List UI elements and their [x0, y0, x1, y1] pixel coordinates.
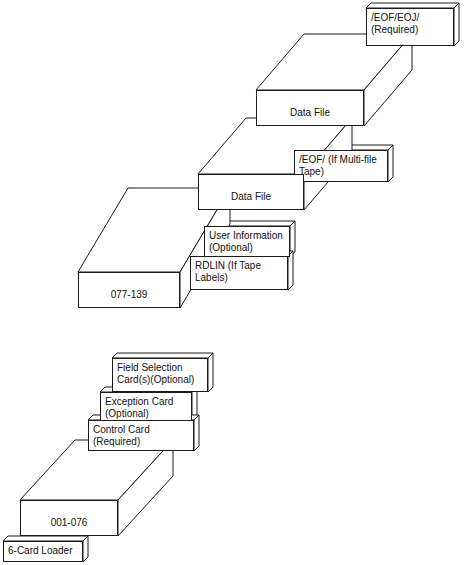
side-face	[454, 3, 459, 46]
punched-card: /EOF/ (If Multi-file Tape)	[294, 150, 388, 182]
punched-card: /EOF/EOJ/ (Required)	[366, 8, 454, 46]
card-label: Exception Card (Optional)	[101, 393, 191, 422]
side-face	[364, 34, 412, 126]
card-label: RDLIN (If Tape Labels)	[191, 257, 287, 286]
card-faces	[294, 145, 393, 182]
card-label: /EOF/ (If Multi-file Tape)	[295, 151, 387, 180]
card-label: Field Selection Card(s)(Optional)	[113, 359, 207, 388]
card-faces	[112, 353, 213, 392]
card-label: Data File	[223, 187, 279, 210]
card-faces	[190, 251, 293, 290]
card-label: /EOF/EOJ/ (Required)	[367, 9, 453, 38]
card-faces	[366, 3, 459, 46]
side-face	[208, 353, 213, 392]
side-face	[194, 415, 199, 451]
card-label: 077-139	[103, 285, 156, 308]
side-face	[83, 536, 88, 562]
punched-card: User Information (Optional)	[204, 226, 290, 257]
card-label: 6-Card Loader	[4, 542, 82, 560]
card-label: Control Card (Required)	[89, 421, 193, 450]
card-faces	[88, 415, 199, 451]
card-deck: 001-076	[20, 500, 118, 536]
card-label: User Information (Optional)	[205, 227, 289, 256]
punched-card: Exception Card (Optional)	[100, 392, 192, 423]
side-face	[388, 145, 393, 182]
card-faces	[204, 221, 295, 257]
punched-card: Control Card (Required)	[88, 420, 194, 451]
card-faces	[3, 536, 88, 562]
punched-card: RDLIN (If Tape Labels)	[190, 256, 288, 290]
card-faces	[20, 440, 173, 536]
card-deck: Data File	[256, 90, 364, 126]
card-faces	[256, 34, 412, 126]
card-label: 001-076	[43, 513, 96, 536]
punched-card: 6-Card Loader	[3, 541, 83, 562]
card-deck: Data File	[198, 174, 304, 210]
card-label: Data File	[282, 103, 338, 126]
punched-card: Field Selection Card(s)(Optional)	[112, 358, 208, 392]
side-face	[118, 440, 173, 536]
card-deck: 077-139	[78, 272, 180, 308]
card-faces	[100, 387, 197, 423]
